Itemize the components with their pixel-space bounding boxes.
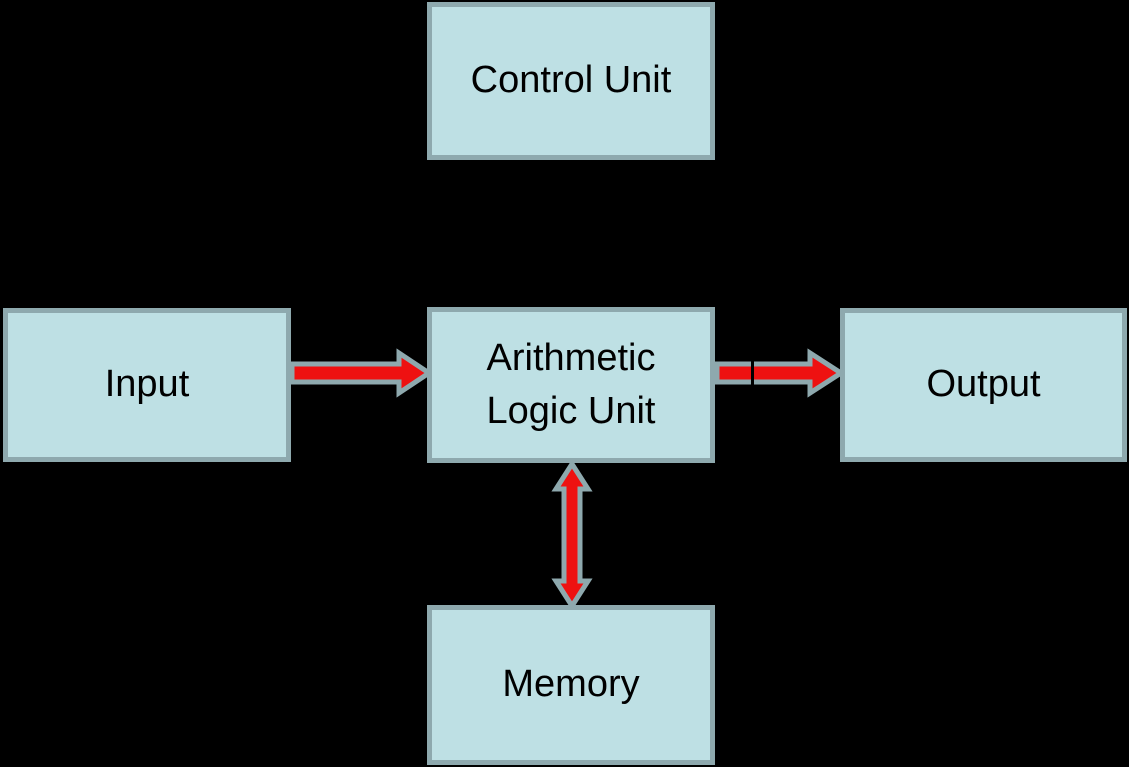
- node-memory-label: Memory: [502, 663, 640, 706]
- control-arrowhead-control-unit-bottom-icon: [562, 157, 584, 169]
- control-tick-control-unit-right-icon: [713, 78, 718, 82]
- node-control-unit: Control Unit: [427, 2, 715, 160]
- node-memory: Memory: [427, 605, 715, 765]
- control-arrowhead-output-top-icon: [966, 296, 984, 309]
- node-alu-label: Arithmetic Logic Unit: [486, 336, 656, 432]
- arrow-input-to-alu: [289, 348, 434, 398]
- arrow-alu-to-output: [714, 348, 846, 398]
- control-arrowhead-alu-top-icon: [566, 300, 573, 307]
- node-output: Output: [840, 308, 1127, 462]
- node-alu: Arithmetic Logic Unit: [427, 307, 715, 463]
- arrow-alu-memory-bidirectional: [551, 459, 593, 611]
- control-arrowhead-input-top-icon: [157, 297, 175, 309]
- node-control-unit-label: Control Unit: [470, 59, 672, 102]
- node-input-label: Input: [104, 363, 190, 406]
- node-input: Input: [3, 308, 291, 462]
- node-output-label: Output: [926, 363, 1041, 406]
- control-tick-crossing-output-arrow: [751, 352, 754, 394]
